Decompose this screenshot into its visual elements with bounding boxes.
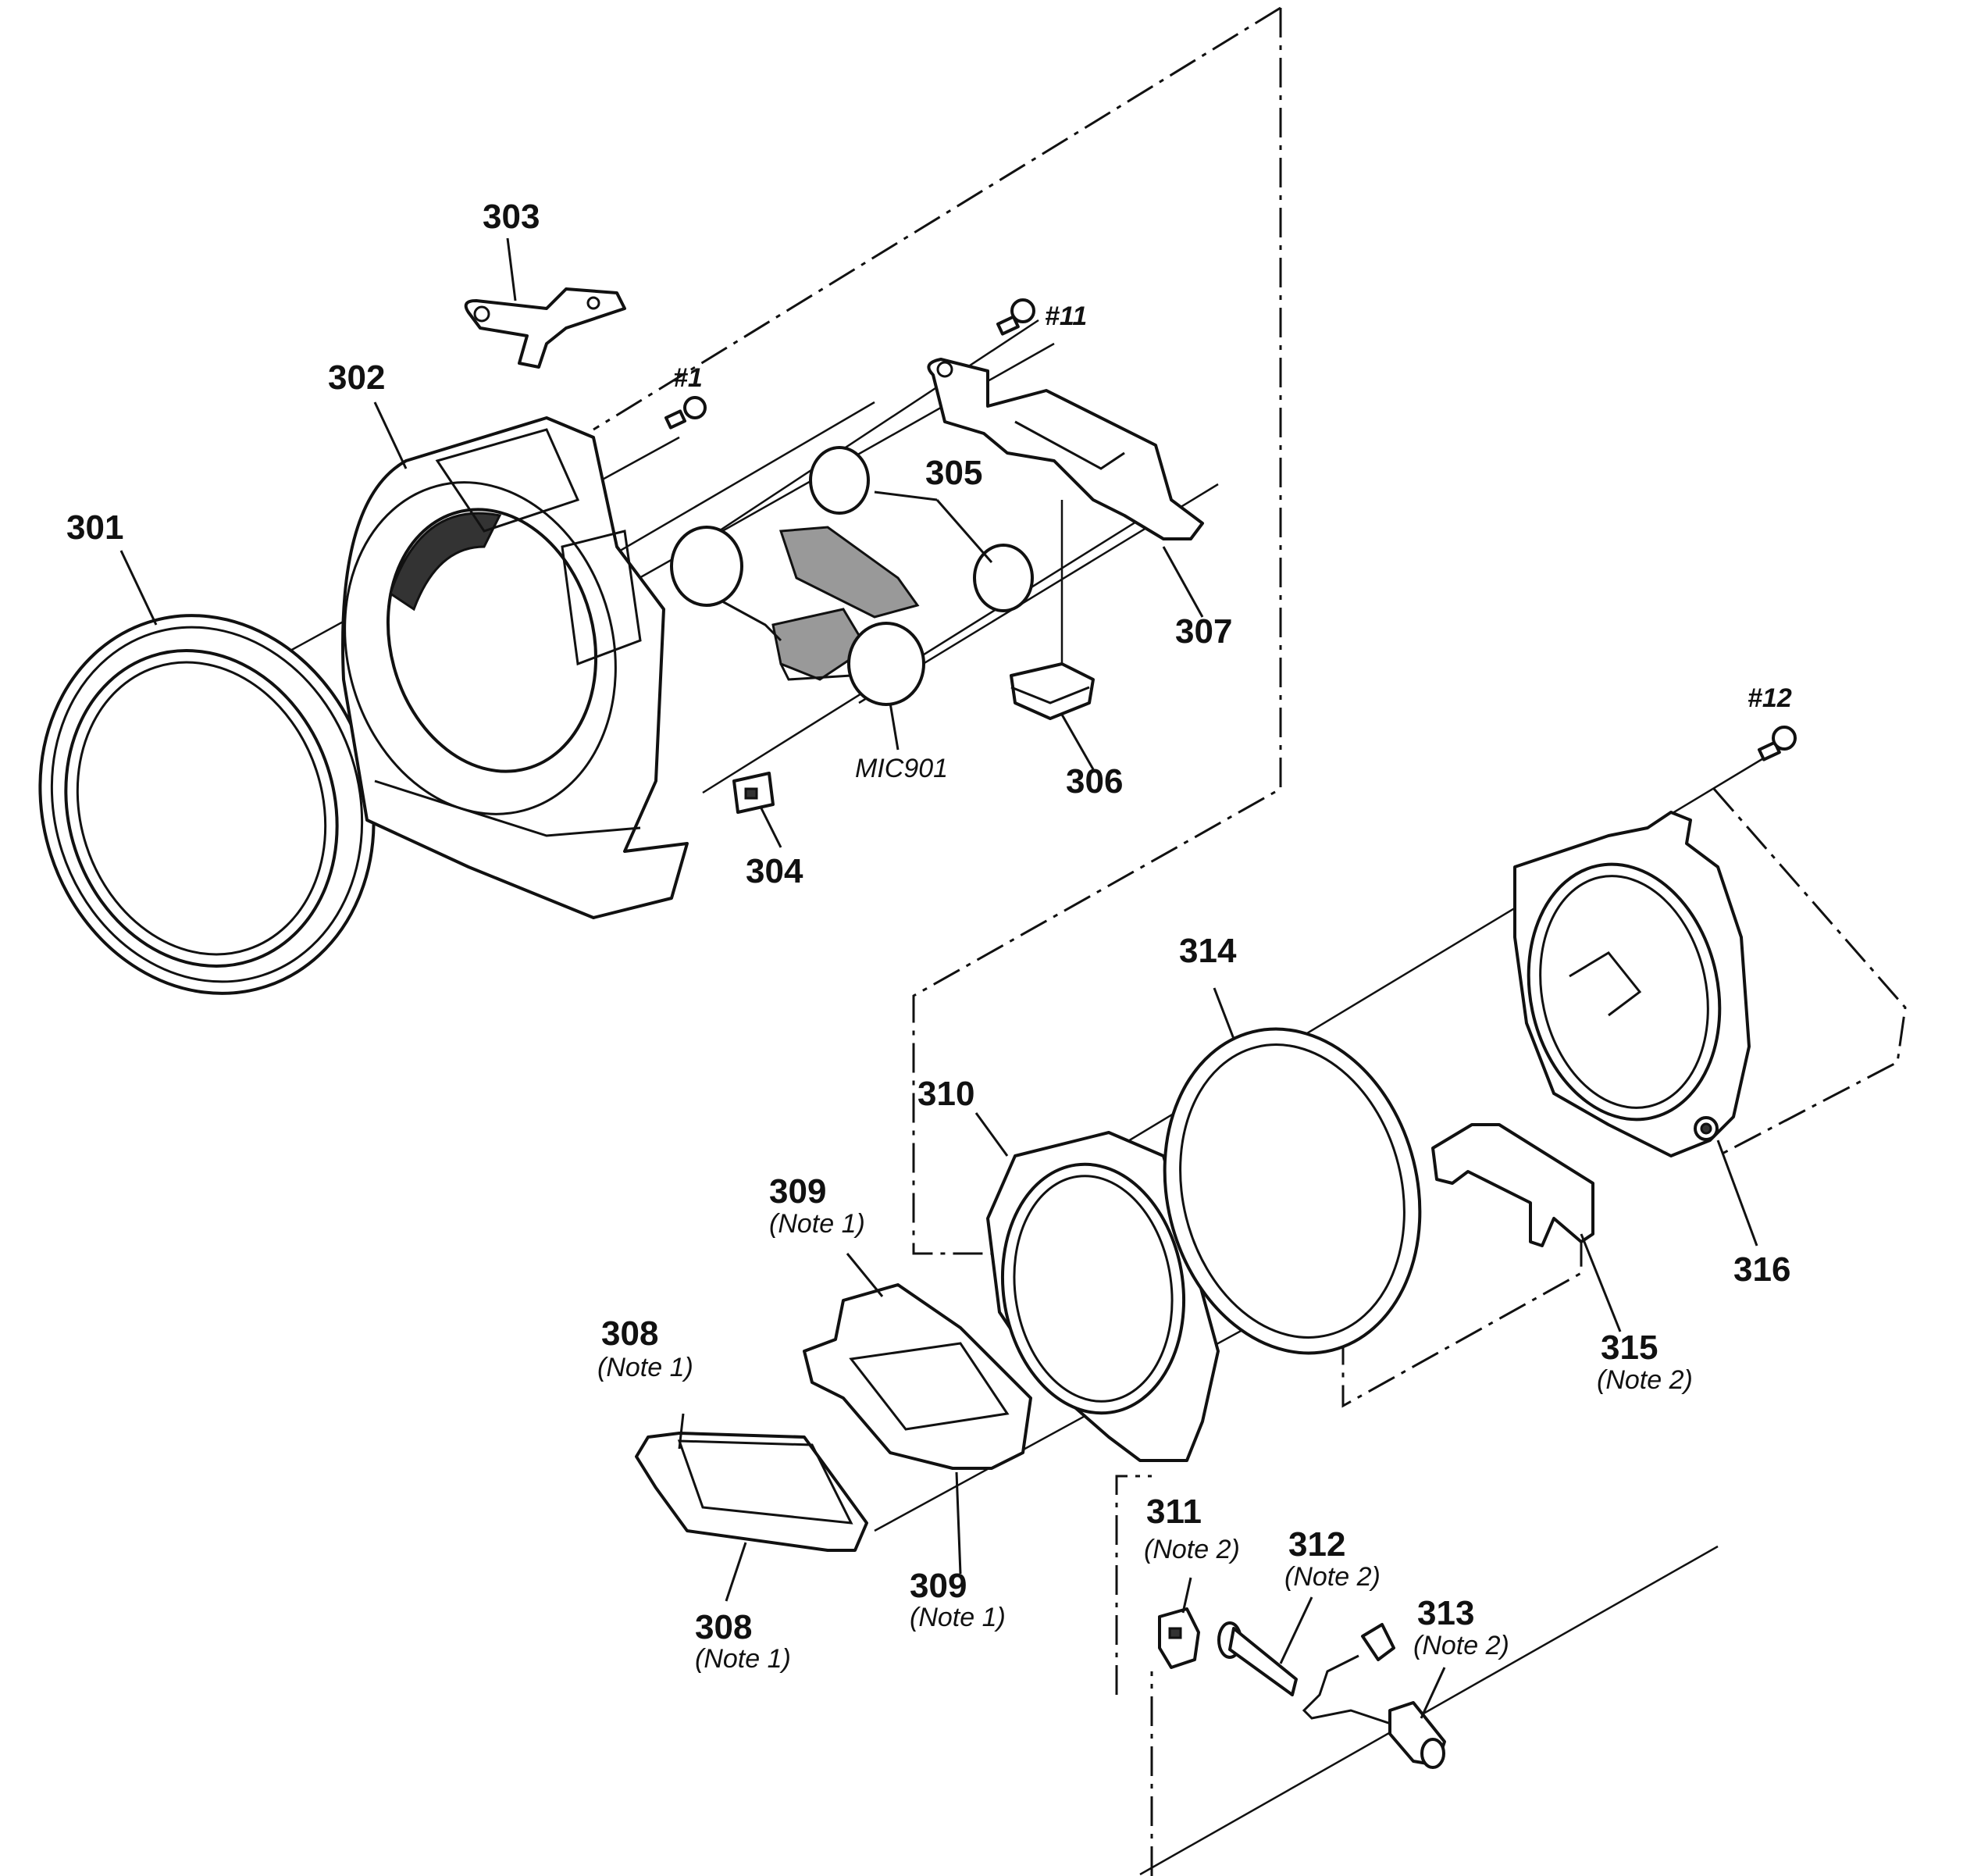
note-313: (Note 2)	[1413, 1631, 1509, 1660]
part-311-connector	[1158, 1607, 1200, 1669]
label-308-lower: 308	[695, 1608, 752, 1646]
part-315-bracket	[1431, 1123, 1594, 1247]
label-315: 315	[1601, 1329, 1658, 1367]
part-308-plate	[635, 1432, 868, 1552]
part-301-lens-ring	[38, 614, 376, 995]
rear-frame-assembly	[1513, 811, 1751, 1157]
label-screw-1: #1	[673, 363, 703, 393]
part-labels: 301 302 303 304 305 306 307 308 (Note 1)…	[66, 198, 1792, 1674]
label-305: 305	[925, 454, 982, 492]
part-312-shaft	[1217, 1621, 1298, 1696]
label-312: 312	[1288, 1525, 1345, 1564]
part-305-pads	[809, 446, 1034, 612]
label-307: 307	[1175, 612, 1232, 651]
label-308-upper: 308	[601, 1314, 658, 1353]
label-313: 313	[1417, 1594, 1474, 1632]
label-309-lower: 309	[910, 1567, 967, 1605]
note-312: (Note 2)	[1284, 1562, 1381, 1592]
note-308-upper: (Note 1)	[597, 1353, 693, 1382]
part-313-sensor	[1302, 1623, 1446, 1769]
note-311: (Note 2)	[1144, 1535, 1240, 1564]
mic901-assembly	[670, 526, 925, 706]
label-309-upper: 309	[769, 1172, 826, 1211]
label-316: 316	[1733, 1250, 1790, 1289]
part-307-bracket-assembly	[927, 358, 1204, 540]
label-311: 311	[1146, 1493, 1202, 1531]
label-303: 303	[483, 198, 540, 236]
screw-1	[664, 396, 707, 430]
screw-12	[1757, 726, 1797, 761]
label-306: 306	[1066, 762, 1123, 801]
rear-frame-right	[1712, 788, 1907, 1157]
note-309-lower: (Note 1)	[910, 1603, 1006, 1632]
screw-11	[996, 298, 1035, 336]
label-301: 301	[66, 508, 123, 547]
part-309-plate	[803, 1283, 1032, 1470]
part-303-bracket	[464, 287, 626, 369]
upper-frame-top-edge	[593, 6, 1281, 431]
label-310: 310	[917, 1075, 974, 1113]
label-screw-12: #12	[1748, 683, 1792, 713]
lower-assembly-frame	[1115, 1475, 1152, 1695]
leader-lines	[119, 237, 1758, 1719]
part-306-pad	[1010, 662, 1095, 720]
part-310-lens-holder	[986, 1131, 1220, 1462]
part-304-small-plate	[732, 772, 775, 814]
label-314: 314	[1179, 932, 1237, 970]
note-315: (Note 2)	[1597, 1365, 1693, 1395]
label-mic901: MIC901	[855, 754, 948, 783]
label-304: 304	[746, 852, 803, 890]
part-314-ring-frame	[1163, 1027, 1422, 1355]
label-screw-11: #11	[1045, 301, 1087, 331]
note-309-upper: (Note 1)	[769, 1209, 865, 1239]
part-316-fitting	[1694, 1116, 1719, 1141]
note-308-lower: (Note 1)	[695, 1644, 791, 1674]
label-302: 302	[328, 358, 385, 397]
part-302-front-cabinet	[341, 416, 689, 919]
